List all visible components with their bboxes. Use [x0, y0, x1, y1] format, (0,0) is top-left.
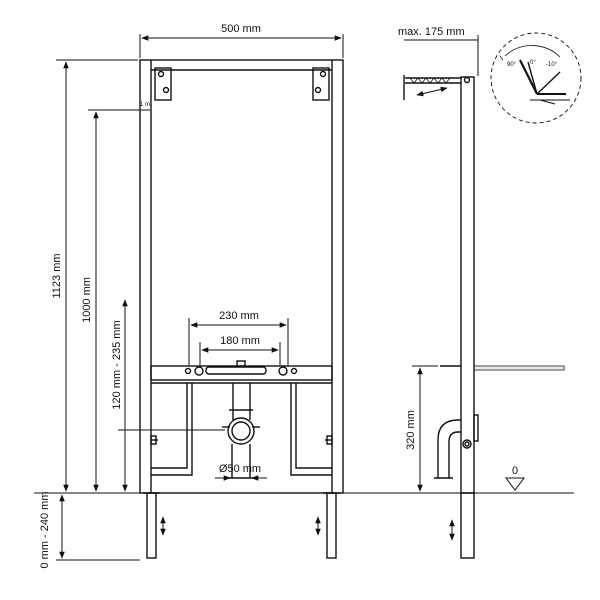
side-elbow-pipe	[434, 414, 479, 479]
side-view	[403, 75, 565, 559]
total-height-label: 1123 mm	[51, 253, 63, 298]
frame-outer	[139, 59, 344, 494]
width-label: 500 mm	[221, 23, 261, 35]
zero-level-label: 0	[512, 465, 518, 477]
height-1000-label: 1000 mm	[81, 277, 93, 323]
inner-spacing-label: 180 mm	[220, 335, 260, 347]
mounting-rail	[150, 360, 333, 384]
side-height-label: 320 mm	[405, 410, 417, 450]
side-upright	[460, 76, 475, 494]
angle-a-label: 90°	[507, 62, 517, 68]
side-support-bracket	[440, 365, 565, 371]
side-dimensions	[404, 35, 479, 541]
floor-range-label: 0 mm - 240 mm	[39, 491, 51, 568]
height-adjust-arrows	[160, 516, 321, 536]
max-depth-label: max. 175 mm	[398, 26, 465, 38]
height-range-label: 120 mm - 235 mm	[111, 320, 123, 409]
angle-b-label: 0°	[530, 60, 536, 66]
one-m-marker: 1 m	[140, 102, 150, 108]
lower-frame	[150, 383, 333, 476]
outer-spacing-label: 230 mm	[219, 310, 259, 322]
zero-level-marker	[505, 477, 525, 491]
side-foot	[460, 492, 475, 559]
top-right-bracket	[312, 67, 330, 101]
angle-detail	[490, 32, 582, 124]
adjustable-feet	[143, 492, 340, 559]
front-dimensions	[34, 34, 574, 561]
top-left-bracket	[154, 67, 172, 101]
pipe-diameter-label: Ø50 mm	[219, 463, 261, 475]
front-view	[139, 59, 344, 559]
angle-c-label: -10°	[546, 62, 558, 68]
wall-anchor-rod	[403, 75, 461, 100]
